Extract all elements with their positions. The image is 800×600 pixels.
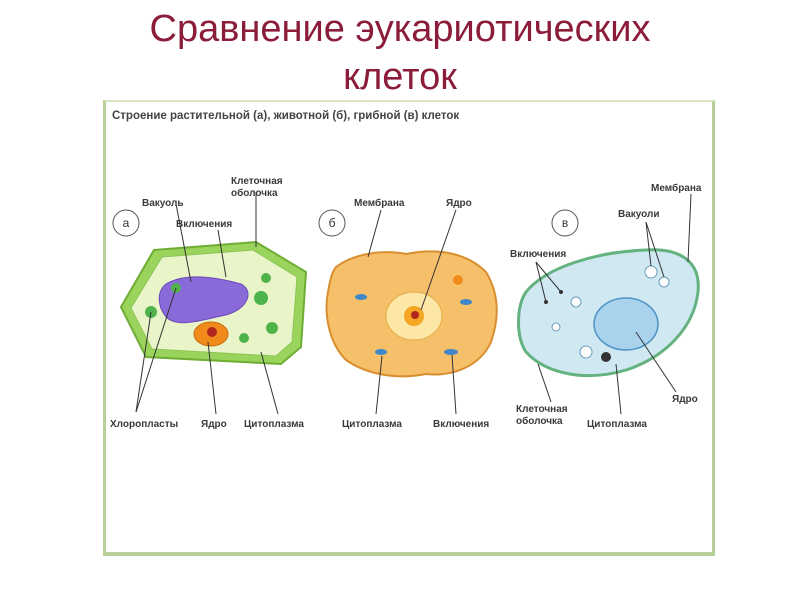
- label-inclusions: Включения: [510, 249, 566, 260]
- figure-panel: Строение растительной (а), животной (б),…: [103, 100, 715, 556]
- fungal-vacuole: [644, 265, 658, 279]
- fungal-letter: в: [562, 216, 568, 230]
- plant-chloroplast: [254, 291, 268, 305]
- animal-cell: б Мембрана Ядро Цитоплазма Включения: [318, 197, 498, 430]
- slide-title-line-1: Сравнение эукариотических: [149, 8, 651, 50]
- label-cell-wall-line-2: оболочка: [516, 415, 563, 427]
- leader-line: [135, 287, 177, 413]
- leader-line: [367, 209, 382, 258]
- label-chloroplasts: Хлоропласты: [110, 419, 178, 430]
- fungal-vacuole: [551, 322, 561, 332]
- animal-inclusion: [444, 349, 458, 355]
- animal-inclusion: [355, 294, 367, 300]
- plant-chloroplast: [261, 273, 271, 283]
- label-cell-wall-line-1: Клеточная: [516, 404, 568, 415]
- fungal-cell: в Мембрана Вакуоли Включения Клеточная: [510, 182, 702, 430]
- label-nucleus: Ядро: [201, 419, 227, 430]
- fungal-vacuole: [658, 276, 670, 288]
- fungal-vacuole: [579, 345, 593, 359]
- animal-letter: б: [329, 216, 336, 230]
- slide-title-line-2: клеток: [343, 56, 457, 98]
- leader-line: [451, 354, 457, 415]
- leader-line: [260, 351, 279, 415]
- label-membrane: Мембрана: [354, 197, 405, 209]
- label-vacuoles: Вакуоли: [618, 209, 659, 220]
- cells-diagram: а Вакуоль Клеточная: [110, 176, 702, 430]
- leader-line: [635, 331, 677, 393]
- label-membrane: Мембрана: [651, 182, 702, 194]
- plant-letter: а: [123, 216, 130, 230]
- label-cell-wall-line-1: Клеточная: [231, 176, 283, 187]
- leader-line: [535, 261, 547, 303]
- animal-nucleolus: [411, 311, 419, 319]
- leader-line: [615, 363, 622, 415]
- fungal-vacuole: [570, 296, 582, 308]
- animal-inclusion: [375, 349, 387, 355]
- leader-line: [645, 221, 652, 267]
- leader-line: [175, 203, 192, 283]
- label-inclusions: Включения: [433, 419, 489, 430]
- animal-letter-circle: [318, 209, 346, 237]
- label-nucleus: Ядро: [446, 198, 472, 209]
- plant-letter-circle: [112, 209, 140, 237]
- leader-line: [535, 261, 562, 293]
- fungal-inclusion: [601, 352, 611, 362]
- fungal-letter-circle: [551, 209, 579, 237]
- leader-line: [687, 193, 692, 263]
- leader-line: [375, 355, 383, 415]
- plant-nucleolus: [207, 327, 217, 337]
- label-nucleus: Ядро: [672, 394, 698, 405]
- leader-line: [207, 341, 217, 415]
- plant-chloroplast: [239, 333, 249, 343]
- fungal-nucleus: [593, 297, 659, 351]
- plant-cell: а Вакуоль Клеточная: [110, 176, 308, 430]
- leader-line: [420, 209, 457, 311]
- plant-chloroplast: [266, 322, 278, 334]
- leader-line: [645, 221, 665, 278]
- leader-line: [217, 229, 227, 278]
- plant-vacuole: [158, 276, 249, 324]
- label-cytoplasm: Цитоплазма: [244, 419, 304, 430]
- label-cytoplasm: Цитоплазма: [587, 419, 647, 430]
- animal-inclusion: [460, 299, 472, 305]
- label-cytoplasm: Цитоплазма: [342, 419, 402, 430]
- label-vacuole: Вакуоль: [142, 198, 183, 209]
- figure-caption: Строение растительной (а), животной (б),…: [112, 110, 460, 122]
- animal-inclusion: [453, 275, 463, 285]
- label-cell-wall-line-2: оболочка: [231, 187, 278, 199]
- leader-line: [537, 363, 552, 403]
- leader-line: [135, 311, 152, 413]
- label-inclusions: Включения: [176, 219, 232, 230]
